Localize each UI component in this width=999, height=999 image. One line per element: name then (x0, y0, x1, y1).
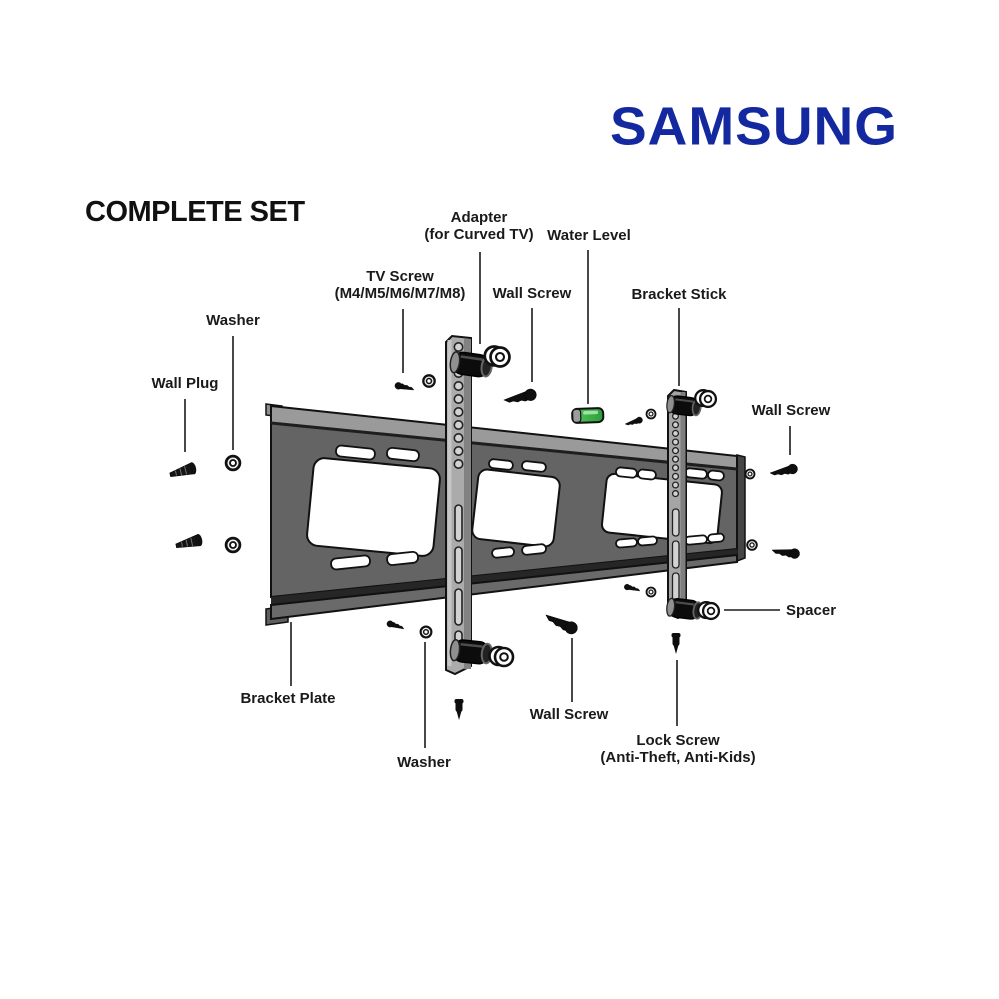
label-washer-left: Washer (206, 312, 260, 329)
label-wall-screw-right: Wall Screw (751, 402, 831, 419)
screw-near-water-level (624, 408, 657, 428)
wall-screw-right-top-graphic (744, 463, 799, 480)
label-wall-screw-top: Wall Screw (492, 285, 572, 302)
water-level-graphic (571, 407, 605, 424)
plate-cutout-right (600, 472, 723, 545)
label-tv-screw: TV Screw (M4/M5/M6/M7/M8) (334, 268, 466, 302)
lock-screw-graphic (671, 633, 681, 654)
bracket-plate-graphic (265, 403, 746, 626)
label-spacer: Spacer (786, 602, 837, 619)
screw-bottom-left-graphic (385, 619, 433, 639)
wall-plug-graphic-1 (168, 454, 242, 481)
adapter-assembly-bottom-left (448, 637, 515, 668)
label-water-level: Water Level (547, 227, 631, 244)
screw-left-of-right-stick-graphic (623, 583, 657, 598)
label-bracket-stick: Bracket Stick (631, 286, 727, 303)
label-lock-screw: Lock Screw (Anti-Theft, Anti-Kids) (600, 732, 756, 766)
tv-screw-graphic (393, 374, 436, 394)
label-washer-bottom: Washer (397, 754, 451, 771)
wall-plug-graphic-2 (174, 532, 242, 554)
bolt-below-left-stick (454, 699, 464, 720)
wall-screw-bottom-graphic (542, 609, 580, 637)
spacer-assembly-bottom-right (664, 596, 721, 622)
label-bracket-plate: Bracket Plate (240, 690, 336, 707)
plate-cutout-left (306, 457, 441, 557)
page-title: COMPLETE SET (85, 196, 305, 228)
bracket-stick-right-graphic (667, 388, 687, 620)
stick-right-slots (671, 508, 680, 601)
samsung-logo: SAMSUNG (609, 95, 899, 157)
label-adapter: Adapter (for Curved TV) (424, 209, 534, 243)
wall-screw-right-bottom-graphic (746, 539, 801, 560)
bracket-stick-left-graphic (445, 334, 472, 676)
wall-screw-top-graphic (502, 387, 538, 406)
label-wall-plug: Wall Plug (151, 375, 219, 392)
label-wall-screw-bottom: Wall Screw (529, 706, 609, 723)
plate-cutout-middle (471, 468, 561, 548)
stick-left-slots (454, 504, 463, 660)
plate-slot-holes (330, 444, 725, 571)
leader-lines (184, 250, 791, 748)
